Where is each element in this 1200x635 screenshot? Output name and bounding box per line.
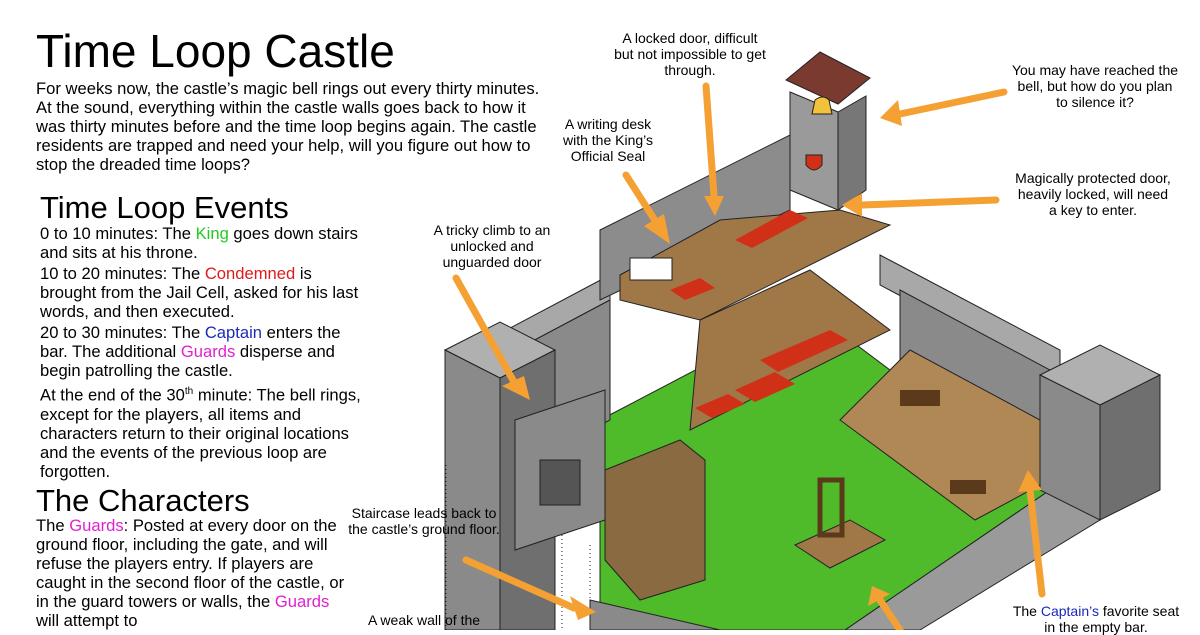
event-item: At the end of the 30th minute: The bell … bbox=[40, 385, 361, 481]
jail-stairs bbox=[604, 439, 706, 601]
guards-name: Guards bbox=[274, 592, 330, 611]
bed-icon bbox=[629, 257, 673, 281]
characters-paragraph: The Guards: Posted at every door on the … bbox=[36, 516, 345, 630]
front-wall bbox=[589, 599, 721, 630]
jail-cell-bars bbox=[539, 459, 581, 506]
characters-heading: The Characters bbox=[36, 483, 250, 518]
event-item: 10 to 20 minutes: The Condemned is broug… bbox=[40, 264, 359, 321]
bell-icon bbox=[811, 96, 833, 115]
guards-name: Guards bbox=[69, 516, 124, 535]
bar-table bbox=[900, 390, 940, 406]
bar-table-2 bbox=[950, 480, 986, 494]
carpet-hall-2 bbox=[735, 372, 795, 402]
annotation-staircase: Staircase leads back to the castle’s gro… bbox=[348, 505, 500, 537]
annotation-protected-door: Magically protected door, heavily locked… bbox=[1015, 170, 1171, 218]
captain-name: Captain’s bbox=[1040, 603, 1099, 619]
annotation-climb: A tricky climb to an unlocked and unguar… bbox=[433, 222, 551, 270]
event-item: 0 to 10 minutes: The King goes down stai… bbox=[40, 224, 358, 262]
captain-name: Captain bbox=[204, 323, 263, 342]
events-list: 0 to 10 minutes: The King goes down stai… bbox=[40, 224, 370, 483]
bell-tower-body-right bbox=[837, 95, 867, 211]
gallows-platform bbox=[793, 519, 887, 569]
king-name: King bbox=[195, 224, 229, 243]
event-item: 20 to 30 minutes: The Captain enters the… bbox=[40, 323, 341, 380]
annotation-bell: You may have reached the bell, but how d… bbox=[1011, 62, 1179, 110]
carpet-small bbox=[670, 278, 715, 300]
condemned-name: Condemned bbox=[204, 264, 296, 283]
annotation-weak-wall: A weak wall of the bbox=[367, 612, 481, 628]
bar-floor bbox=[839, 349, 1041, 521]
guards-name: Guards bbox=[180, 342, 236, 361]
annotation-locked-door: A locked door, difficult but not impossi… bbox=[614, 30, 766, 78]
intro-paragraph: For weeks now, the castle’s magic bell r… bbox=[36, 79, 540, 174]
bell-tower-roof bbox=[785, 51, 871, 105]
left-tower-left bbox=[444, 349, 501, 630]
right-tower-right bbox=[1099, 374, 1161, 521]
carpet-hall-3 bbox=[695, 394, 745, 418]
events-heading: Time Loop Events bbox=[40, 190, 289, 225]
carpet-upper bbox=[735, 210, 808, 248]
carpet-hall-1 bbox=[760, 330, 848, 372]
heraldic-shield-icon bbox=[805, 154, 823, 171]
annotation-desk: A writing desk with the King’s Official … bbox=[562, 116, 653, 164]
page-title: Time Loop Castle bbox=[36, 25, 395, 77]
gallows-icon bbox=[817, 477, 845, 538]
